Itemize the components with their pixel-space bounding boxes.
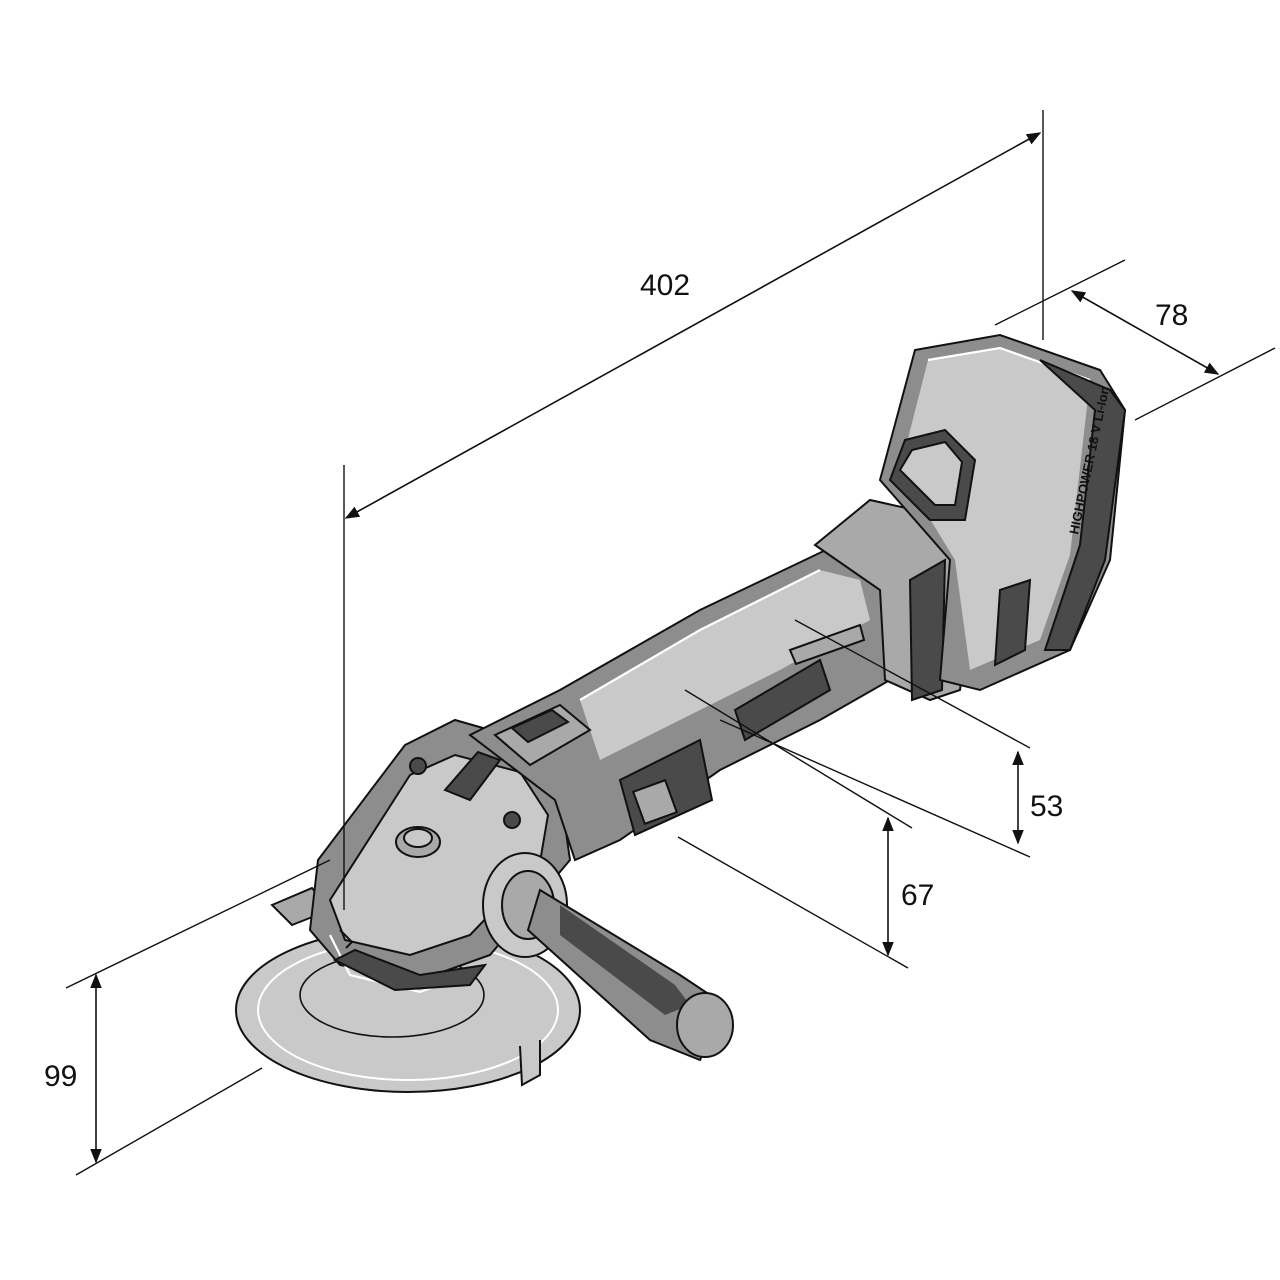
motor-housing (468, 546, 907, 862)
label-total-height: 99 (44, 1060, 77, 1093)
dimension-width: 78 (994, 259, 1276, 421)
angle-grinder-illustration: HIGHPOWER 18 V Li-Ion (235, 333, 1127, 1093)
dimension-gear-height: 67 (677, 689, 934, 969)
dimension-length: 402 (343, 110, 1044, 910)
label-length: 402 (640, 269, 690, 302)
label-gear-height: 67 (901, 879, 934, 912)
label-width: 78 (1155, 299, 1188, 332)
label-grip-height: 53 (1030, 790, 1063, 823)
dimension-total-height: 99 (44, 859, 331, 1176)
side-handle (482, 852, 734, 1062)
dimension-lines: 402 78 53 67 99 (44, 110, 1276, 1176)
